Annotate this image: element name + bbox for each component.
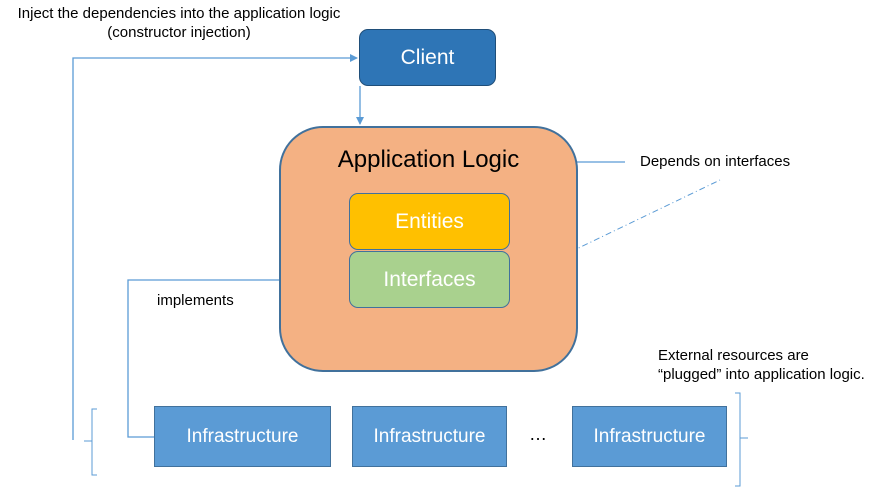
entities-node: Entities — [349, 193, 510, 250]
inject-note-line2: (constructor injection) — [107, 24, 251, 41]
application-logic-node: Application Logic — [279, 126, 578, 372]
infrastructure-label: Infrastructure — [373, 425, 486, 447]
right-bracket — [735, 392, 741, 487]
implements-label: implements — [157, 292, 234, 309]
infrastructure-node-1: Infrastructure — [154, 406, 331, 467]
inject-note: Inject the dependencies into the applica… — [4, 4, 354, 42]
external-note-line2: “plugged” into application logic. — [658, 366, 865, 383]
external-note-line1: External resources are — [658, 347, 809, 364]
infrastructure-label: Infrastructure — [593, 425, 706, 447]
left-bracket — [91, 408, 97, 476]
client-node: Client — [359, 29, 496, 86]
ellipsis: … — [529, 424, 547, 444]
injection-connector — [72, 54, 358, 440]
application-logic-label: Application Logic — [337, 146, 520, 173]
infrastructure-label: Infrastructure — [186, 425, 299, 447]
external-note: External resources are “plugged” into ap… — [658, 346, 865, 384]
implements-connector — [127, 276, 348, 438]
interfaces-node: Interfaces — [349, 251, 510, 308]
infrastructure-node-2: Infrastructure — [352, 406, 507, 467]
client-label: Client — [400, 45, 455, 69]
entities-label: Entities — [395, 209, 464, 233]
infrastructure-node-3: Infrastructure — [572, 406, 727, 467]
interfaces-label: Interfaces — [383, 267, 476, 291]
depends-note: Depends on interfaces — [640, 153, 791, 170]
inject-note-line1: Inject the dependencies into the applica… — [17, 5, 341, 22]
